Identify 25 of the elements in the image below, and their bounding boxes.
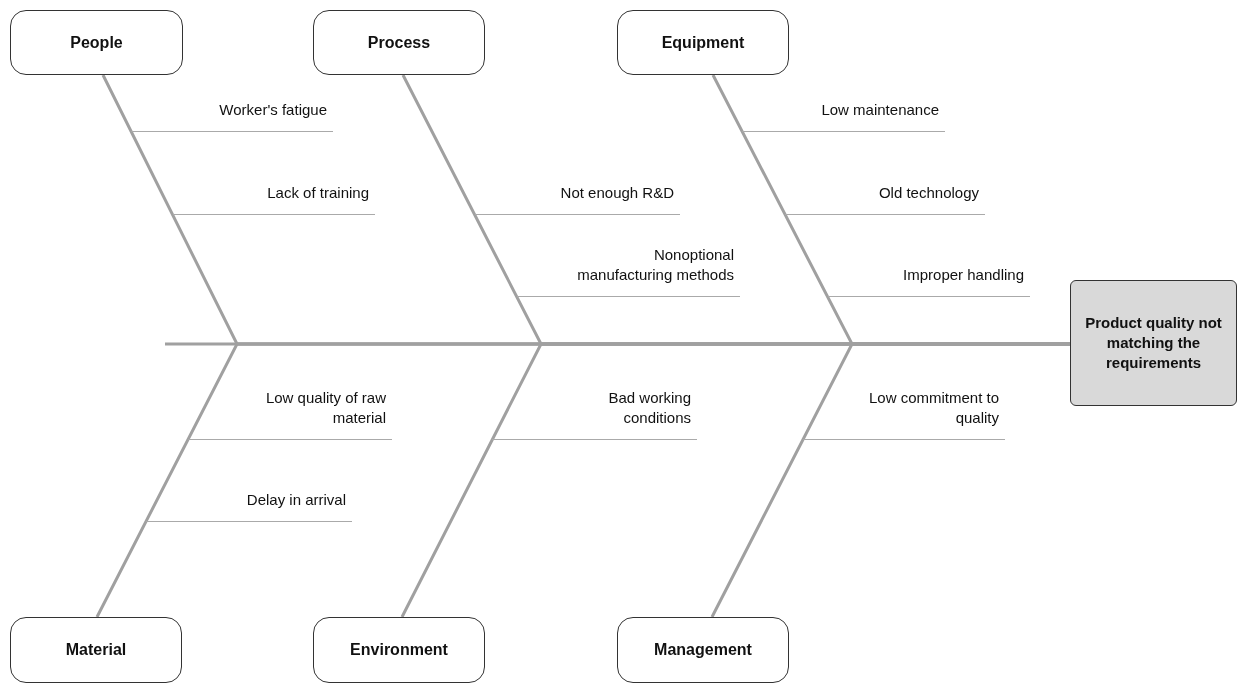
cause-label: Improper handling [828, 265, 1030, 297]
category-label: Process [366, 32, 432, 53]
category-box [617, 617, 789, 683]
category-label: People [69, 32, 124, 53]
category-box [313, 617, 485, 683]
cause-label: Low maintenance [742, 100, 945, 132]
cause-label: Nonoptional manufacturing methods [517, 245, 740, 297]
cause-label: Not enough R&D [475, 183, 680, 215]
category-box [313, 10, 485, 75]
category-label: Management [653, 640, 753, 661]
cause-label: Bad working conditions [492, 388, 697, 440]
category-box [10, 617, 182, 683]
cause-label: Lack of training [173, 183, 375, 215]
cause-label: Old technology [785, 183, 985, 215]
category-label: Material [64, 640, 128, 661]
cause-label: Low quality of raw material [188, 388, 392, 440]
cause-label: Low commitment to quality [803, 388, 1005, 440]
category-box [10, 10, 183, 75]
category-label: Equipment [660, 32, 746, 53]
effect-box [1070, 280, 1237, 406]
category-label: Environment [349, 640, 449, 661]
cause-label: Delay in arrival [146, 490, 352, 522]
effect-text: Product quality not matching the requirements [1084, 312, 1223, 374]
cause-label: Worker's fatigue [131, 100, 333, 132]
category-box [617, 10, 789, 75]
